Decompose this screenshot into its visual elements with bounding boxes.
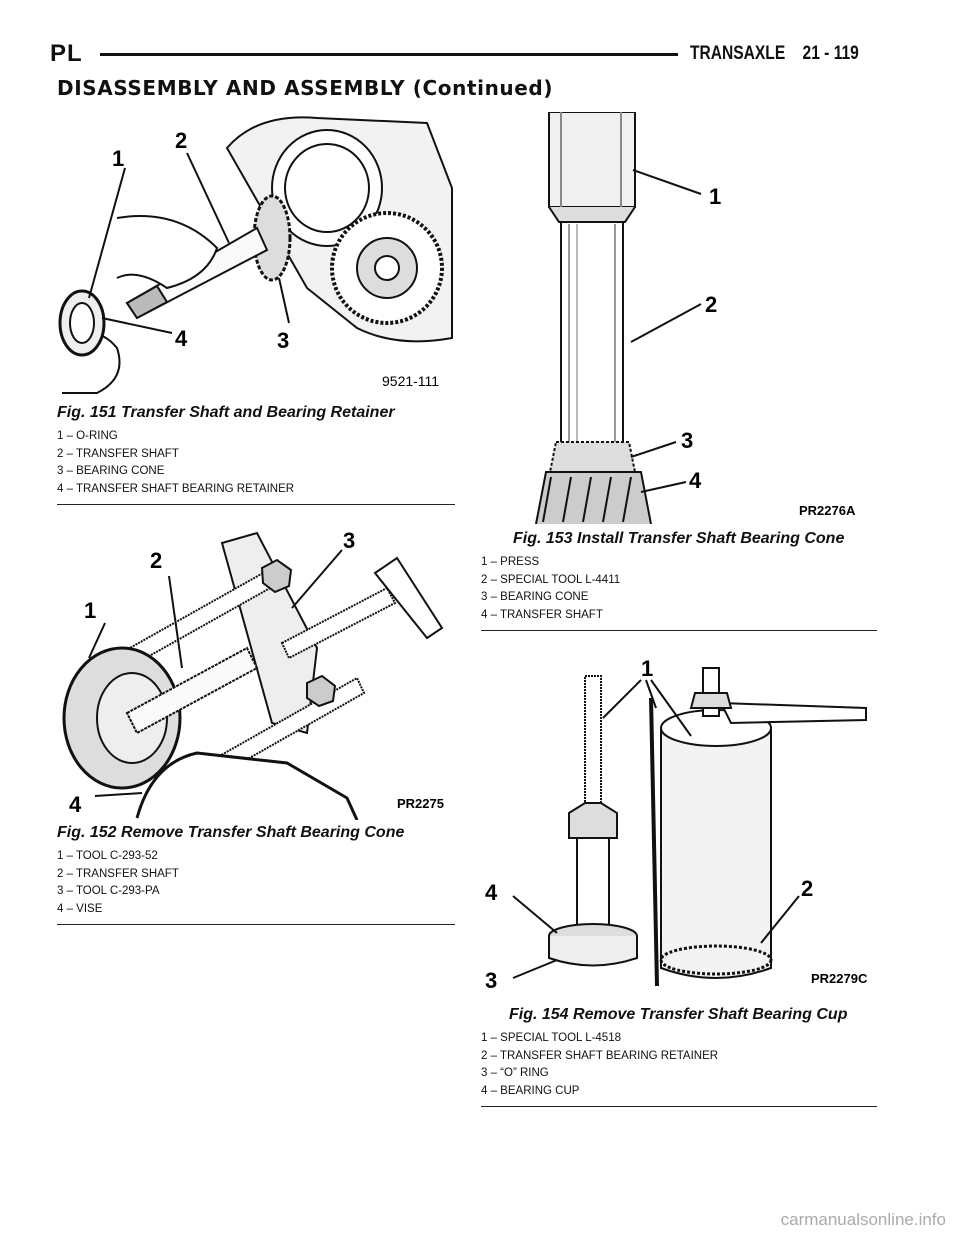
figure-153: 1 2 3 4 PR2276A Fig. 153 Install Transfe… — [481, 112, 877, 631]
fig152-caption: Fig. 152 Remove Transfer Shaft Bearing C… — [57, 824, 405, 841]
legend-item: 3 – BEARING CONE — [481, 591, 589, 603]
fig152-code: PR2275 — [397, 796, 444, 811]
fig152-legend: 1 – TOOL C-293-52 2 – TRANSFER SHAFT 3 –… — [57, 848, 455, 918]
figure-153-illustration: 1 2 3 4 PR2276A — [535, 112, 856, 524]
fig151-rule — [57, 504, 455, 505]
header-manual-code: PL — [50, 40, 83, 67]
fig151-callout-1: 1 — [112, 146, 124, 171]
figure-154: 1 2 3 4 PR2279C Fig. 154 Remove Transfer… — [481, 648, 877, 1107]
legend-item: 4 – VISE — [57, 902, 103, 915]
fig153-caption: Fig. 153 Install Transfer Shaft Bearing … — [513, 530, 845, 547]
figure-152-illustration: 1 2 3 4 PR2275 — [62, 528, 444, 820]
fig151-caption: Fig. 151 Transfer Shaft and Bearing Reta… — [57, 404, 395, 421]
fig153-code: PR2276A — [799, 503, 856, 518]
fig153-legend: 1 – PRESS 2 – SPECIAL TOOL L-4411 3 – BE… — [481, 554, 877, 624]
legend-item: 2 – TRANSFER SHAFT BEARING RETAINER — [481, 1049, 719, 1062]
fig153-callout-1: 1 — [709, 184, 721, 209]
fig151-callout-3: 3 — [277, 328, 289, 353]
fig151-legend: 1 – O-RING 2 – TRANSFER SHAFT 3 – BEARIN… — [57, 428, 455, 498]
legend-item: 3 – “O” RING — [481, 1067, 549, 1079]
legend-item: 4 – TRANSFER SHAFT BEARING RETAINER — [57, 482, 295, 495]
fig153-callout-4: 4 — [689, 468, 702, 493]
fig152-callout-3: 3 — [343, 528, 355, 553]
legend-item: 2 – TRANSFER SHAFT — [57, 867, 179, 880]
legend-item: 4 – TRANSFER SHAFT — [481, 608, 603, 621]
fig154-callout-4: 4 — [485, 880, 498, 905]
header-page-ref: TRANSAXLE 21 - 119 — [690, 43, 859, 64]
legend-item: 1 – PRESS — [481, 556, 540, 568]
figure-154-illustration: 1 2 3 4 PR2279C — [485, 656, 868, 993]
fig153-callout-3: 3 — [681, 428, 693, 453]
fig152-callout-1: 1 — [84, 598, 96, 623]
legend-item: 1 – SPECIAL TOOL L-4518 — [481, 1032, 621, 1044]
fig152-rule — [57, 924, 455, 925]
fig154-callout-3: 3 — [485, 968, 497, 993]
fig153-callout-2: 2 — [705, 292, 717, 317]
legend-item: 2 – TRANSFER SHAFT — [57, 447, 179, 460]
fig151-callout-2: 2 — [175, 128, 187, 153]
figure-151: 1 2 3 4 9521-111 Fig. 151 Transfer Shaft… — [57, 108, 455, 505]
fig154-code: PR2279C — [811, 971, 868, 986]
legend-item: 3 – TOOL C-293-PA — [57, 885, 160, 897]
legend-item: 3 – BEARING CONE — [57, 465, 165, 477]
figure-151-illustration: 1 2 3 4 9521-111 — [58, 116, 453, 394]
fig151-code: 9521-111 — [382, 373, 439, 389]
legend-item: 2 – SPECIAL TOOL L-4411 — [481, 573, 621, 586]
fig152-callout-4: 4 — [69, 792, 82, 817]
fig154-legend: 1 – SPECIAL TOOL L-4518 2 – TRANSFER SHA… — [481, 1030, 877, 1100]
fig154-callout-2: 2 — [801, 876, 813, 901]
fig154-callout-1: 1 — [641, 656, 653, 681]
watermark-text: carmanualsonline.info — [780, 1210, 946, 1229]
section-title: DISASSEMBLY AND ASSEMBLY (Continued) — [57, 76, 554, 100]
fig153-rule — [481, 630, 877, 631]
legend-item: 1 – TOOL C-293-52 — [57, 850, 158, 862]
fig154-caption: Fig. 154 Remove Transfer Shaft Bearing C… — [509, 1006, 848, 1023]
legend-item: 1 – O-RING — [57, 430, 118, 442]
legend-item: 4 – BEARING CUP — [481, 1084, 580, 1097]
figure-152: 1 2 3 4 PR2275 Fig. 152 Remove Transfer … — [57, 528, 455, 925]
fig154-rule — [481, 1106, 877, 1107]
fig152-callout-2: 2 — [150, 548, 162, 573]
fig151-callout-4: 4 — [175, 326, 188, 351]
header-rule — [100, 53, 678, 56]
